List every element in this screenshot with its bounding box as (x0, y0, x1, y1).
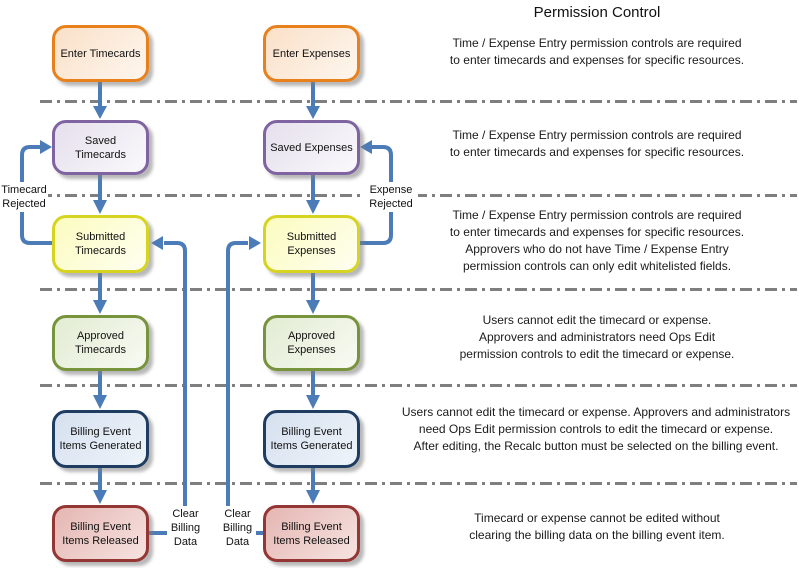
node-approved-expenses: Approved Expenses (263, 315, 360, 371)
arrowhead (151, 236, 163, 250)
annotation-line: to enter timecards and expenses for spec… (449, 145, 745, 159)
label-timecard-rejected: Timecard Rejected (0, 182, 48, 212)
annotation-stage-1: Time / Expense Entry permission controls… (400, 35, 794, 69)
node-billing-items-released-expenses: Billing Event Items Released (263, 505, 360, 562)
annotation-line: Time / Expense Entry permission controls… (452, 208, 742, 222)
annotation-line: to enter timecards and expenses for spec… (449, 225, 745, 239)
arrow-clear-billing-expenses-loop (226, 241, 263, 535)
node-billing-items-released-timecards: Billing Event Items Released (52, 505, 149, 562)
arrowhead (249, 236, 261, 250)
annotation-line: Approvers who do not have Time / Expense… (465, 242, 729, 256)
annotation-line: Time / Expense Entry permission controls… (452, 128, 742, 142)
annotation-stage-6: Timecard or expense cannot be edited wit… (400, 510, 794, 544)
arrowhead (360, 140, 372, 154)
annotation-line: Users cannot edit the timecard or expens… (482, 313, 712, 327)
node-billing-items-generated-timecards: Billing Event Items Generated (52, 410, 149, 468)
dashed-separator-4 (40, 384, 797, 387)
label-clear-billing-data-expenses: Clear Billing Data (219, 506, 256, 550)
arrowhead (306, 300, 320, 314)
annotation-stage-3: Time / Expense Entry permission controls… (400, 207, 794, 275)
annotation-line: permission controls to edit the timecard… (459, 347, 735, 361)
annotation-line: Approvers and administrators need Ops Ed… (478, 330, 716, 344)
arrowhead (93, 490, 107, 504)
annotation-stage-5: Users cannot edit the timecard or expens… (396, 404, 796, 455)
node-billing-items-generated-expenses: Billing Event Items Generated (263, 410, 360, 468)
dashed-separator-5 (40, 482, 797, 485)
node-approved-timecards: Approved Timecards (52, 315, 149, 371)
node-saved-expenses: Saved Expenses (263, 120, 360, 175)
arrowhead (40, 140, 52, 154)
arrow-clear-billing-timecards-loop (149, 241, 187, 535)
arrowhead (306, 395, 320, 409)
diagram-title: Permission Control (533, 4, 661, 21)
annotation-line: clearing the billing data on the billing… (469, 528, 725, 542)
arrowhead (306, 106, 320, 119)
label-clear-billing-data-timecards: Clear Billing Data (167, 506, 204, 550)
arrowhead (93, 395, 107, 409)
dashed-separator-1 (40, 100, 797, 103)
node-enter-expenses: Enter Expenses (263, 25, 360, 82)
arrowhead (306, 200, 320, 214)
dashed-separator-3 (40, 288, 797, 291)
annotation-line: need Ops Edit permission controls to edi… (418, 422, 774, 436)
arrowhead (306, 490, 320, 504)
annotation-line: Time / Expense Entry permission controls… (452, 36, 742, 50)
annotation-line: After editing, the Recalc button must be… (413, 439, 779, 453)
annotation-line: Timecard or expense cannot be edited wit… (474, 511, 720, 525)
node-saved-timecards: Saved Timecards (52, 120, 149, 175)
annotation-line: permission controls can only edit whitel… (462, 259, 732, 273)
annotation-stage-2: Time / Expense Entry permission controls… (400, 127, 794, 161)
annotation-line: to enter timecards and expenses for spec… (449, 53, 745, 67)
node-submitted-expenses: Submitted Expenses (263, 215, 360, 273)
arrowhead (93, 106, 107, 119)
arrowhead (93, 200, 107, 214)
label-expense-rejected: Expense Rejected (364, 182, 418, 212)
annotation-stage-4: Users cannot edit the timecard or expens… (400, 312, 794, 363)
node-submitted-timecards: Submitted Timecards (52, 215, 149, 273)
node-enter-timecards: Enter Timecards (52, 25, 149, 82)
annotation-line: Users cannot edit the timecard or expens… (401, 405, 791, 419)
dashed-separator-2 (40, 194, 797, 197)
arrowhead (93, 300, 107, 314)
